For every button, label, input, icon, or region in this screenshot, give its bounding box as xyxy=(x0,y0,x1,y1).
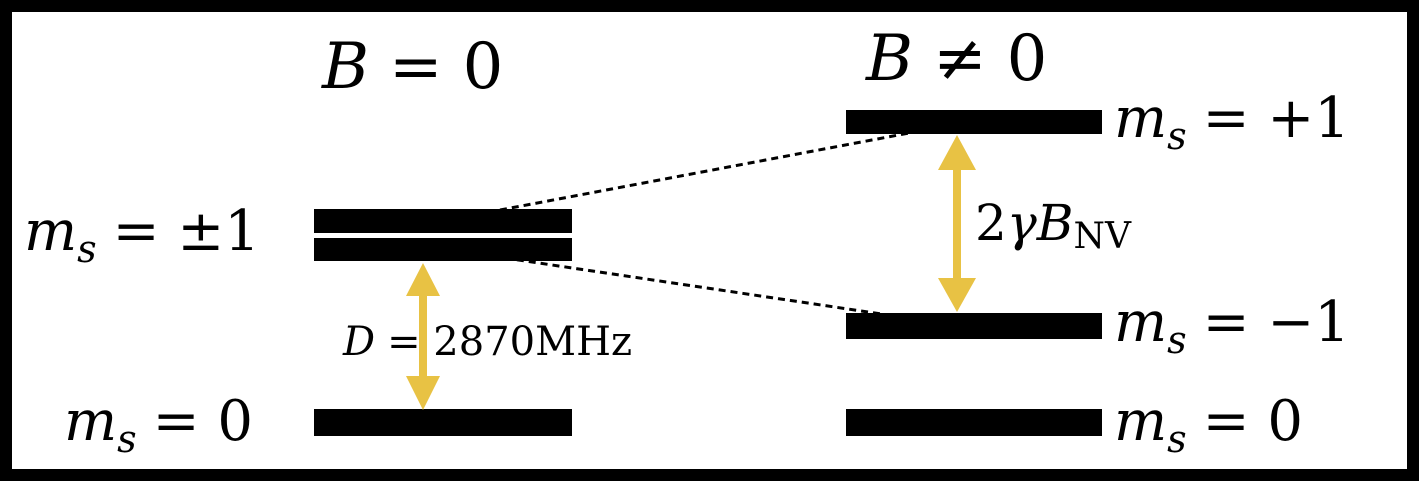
label-ms-pm1-rest: = ±1 xyxy=(113,199,260,264)
title-zero-field-var: B xyxy=(321,30,369,104)
label-ms-zero-right: ms = 0 xyxy=(1114,389,1303,461)
title-nonzero-field-val: 0 xyxy=(1007,22,1048,96)
connector-to-plus1 xyxy=(499,128,926,212)
zeeman-split-gamma: γ xyxy=(1007,194,1037,252)
zeeman-split-var: B xyxy=(1036,194,1074,252)
zero-field-split-arrow-head-up xyxy=(406,263,440,296)
zeeman-split-arrow xyxy=(938,135,976,312)
level-left-zero xyxy=(314,409,572,436)
label-ms-minus1-var: m xyxy=(1114,290,1167,355)
label-ms-zero-right-var: m xyxy=(1114,389,1167,454)
title-nonzero-field-op: ≠ xyxy=(933,22,987,96)
label-ms-zero-left-rest: = 0 xyxy=(153,389,253,454)
label-ms-zero-right-sub: s xyxy=(1167,417,1187,461)
zero-field-split-arrow-head-down xyxy=(406,376,440,410)
label-ms-plus1-rest: = +1 xyxy=(1203,86,1350,151)
level-right-zero xyxy=(846,409,1102,436)
zeeman-split-coef: 2 xyxy=(975,194,1007,252)
level-left-pm1-lower xyxy=(314,238,572,261)
level-left-pm1-upper xyxy=(314,209,572,233)
label-ms-minus1-rest: = −1 xyxy=(1203,290,1350,355)
title-zero-field: B = 0 xyxy=(321,30,503,104)
title-nonzero-field: B ≠ 0 xyxy=(865,22,1047,96)
zero-field-split-label: D = 2870MHz xyxy=(342,319,632,365)
label-ms-pm1: ms = ±1 xyxy=(24,199,260,271)
label-ms-pm1-var: m xyxy=(24,199,77,264)
zero-field-split-var: D xyxy=(342,319,375,365)
title-zero-field-val: 0 xyxy=(463,30,504,104)
level-right-minus1 xyxy=(846,313,1102,339)
label-ms-zero-left-var: m xyxy=(64,389,117,454)
zero-field-split-value: = 2870MHz xyxy=(387,319,632,365)
label-ms-zero-left: ms = 0 xyxy=(64,389,253,461)
label-ms-plus1-sub: s xyxy=(1167,114,1187,158)
level-right-plus1 xyxy=(846,110,1102,134)
zero-field-split-arrow xyxy=(406,263,440,410)
label-ms-zero-left-sub: s xyxy=(117,417,137,461)
zeeman-split-label: 2γBNV xyxy=(975,194,1132,257)
zeeman-split-arrow-head-down xyxy=(938,278,976,312)
label-ms-zero-right-rest: = 0 xyxy=(1203,389,1303,454)
label-ms-plus1: ms = +1 xyxy=(1114,86,1350,158)
zeeman-split-arrow-head-up xyxy=(938,135,976,170)
label-ms-minus1: ms = −1 xyxy=(1114,290,1350,362)
zeeman-split-sub: NV xyxy=(1073,216,1132,257)
label-ms-pm1-sub: s xyxy=(77,227,97,271)
title-zero-field-op: = xyxy=(389,30,443,104)
label-ms-plus1-var: m xyxy=(1114,86,1167,151)
label-ms-minus1-sub: s xyxy=(1167,318,1187,362)
connector-to-minus1 xyxy=(504,256,896,318)
title-nonzero-field-var: B xyxy=(865,22,913,96)
